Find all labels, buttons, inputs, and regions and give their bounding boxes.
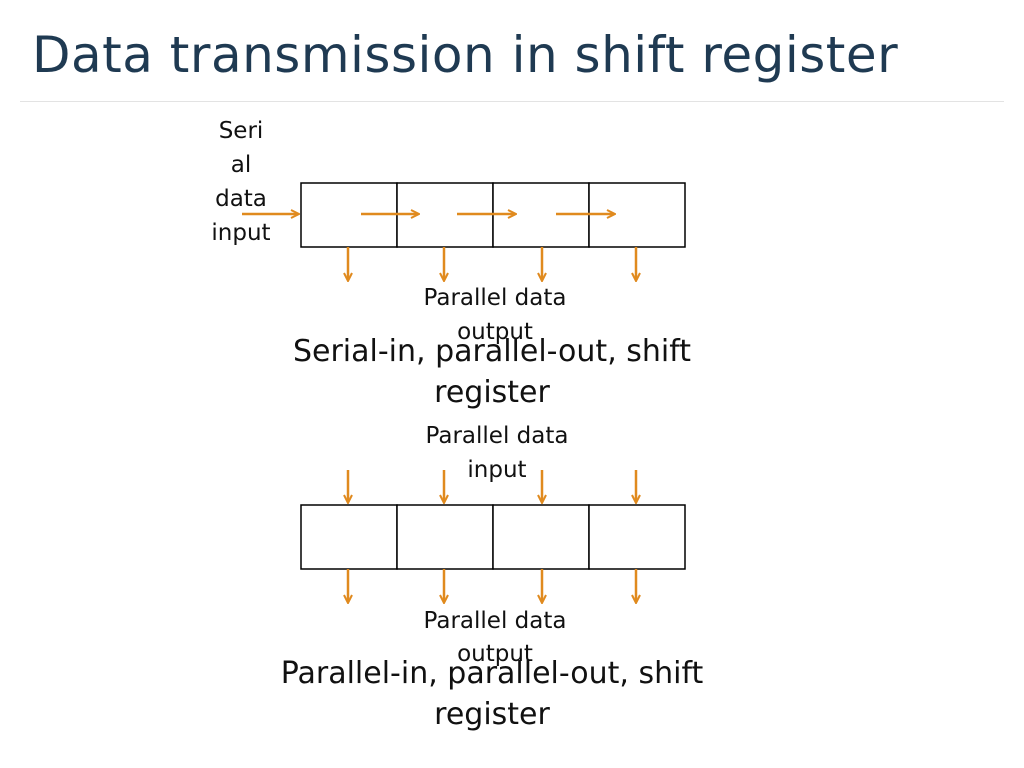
pipo-parallel-input-label-line1: Parallel data (425, 423, 569, 449)
sipo-caption-line1: Serial-in, parallel-out, shift (292, 334, 692, 369)
pipo-cell-2 (396, 504, 494, 570)
title-divider (20, 101, 1004, 102)
pipo-parallel-output-label-line2: output (457, 641, 533, 667)
sipo-caption-line2: register (434, 375, 550, 410)
serial-input-line: al (230, 152, 252, 178)
pipo-output-arrows (348, 569, 636, 602)
sipo-output-arrows (348, 247, 636, 280)
pipo-register (300, 504, 686, 570)
slide-title: Data transmission in shift register (32, 26, 899, 84)
sipo-parallel-output-label-line1: Parallel data (423, 285, 567, 311)
pipo-cell-1 (300, 504, 398, 570)
serial-input-line: input (211, 220, 271, 246)
serial-input-line: Seri (218, 118, 264, 144)
pipo-input-arrows (348, 470, 636, 502)
serial-input-line: data (215, 186, 267, 212)
pipo-caption-line1: Parallel-in, parallel-out, shift (280, 656, 704, 691)
pipo-caption-line2: register (434, 697, 550, 732)
pipo-cell-3 (492, 504, 590, 570)
serial-data-input-label: Seri al data input (200, 114, 282, 250)
pipo-parallel-input-label-line2: input (467, 457, 527, 483)
pipo-parallel-output-label-line1: Parallel data (423, 608, 567, 634)
pipo-cell-4 (588, 504, 686, 570)
sipo-parallel-output-label-line2: output (457, 319, 533, 345)
